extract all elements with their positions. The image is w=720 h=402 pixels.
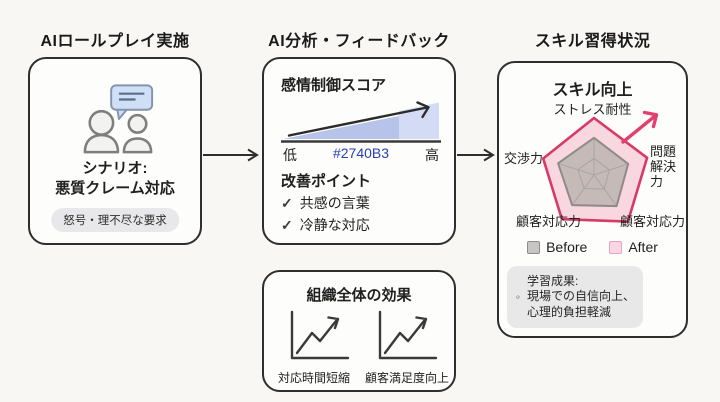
radar-axis-negotiation: 交渉力 (504, 151, 544, 166)
legend-before: Before (527, 239, 587, 255)
scale-low-label: 低 (283, 147, 297, 163)
improvement-item: ✓ 冷静な対応 (281, 215, 370, 235)
improvement-item-label: 冷静な対応 (299, 217, 370, 233)
column-header-skills: スキル習得状況 (534, 33, 651, 50)
analysis-card: 感情制御スコア 低 #2740B3 高 改善ポイント ✓ 共感の言葉 ✓ 冷静な対応 (262, 57, 456, 245)
trend-chart-satisfaction (378, 310, 438, 360)
scenario-name: 悪質クレーム対応 (55, 180, 175, 197)
improvement-item: ✓ 共感の言葉 (281, 193, 370, 213)
improvement-title: 改善ポイント (281, 173, 372, 190)
radar-before-polygon (557, 136, 630, 208)
legend-after: After (609, 239, 658, 255)
skill-card: スキル向上 ストレス耐性 問題 解決力 交渉力 顧客対応力 顧客対応力 Befo… (497, 61, 688, 338)
circle-check-icon (516, 295, 520, 299)
column-header-analysis: AI分析・フィードバック (268, 33, 450, 50)
checkmark-icon: ✓ (281, 217, 293, 233)
upward-trend-arrow-icon (287, 101, 430, 137)
radar-axis-problem-solving: 問題 解決力 (650, 144, 677, 189)
organization-effect-card: 組織全体の効果 対応時間短縮 顧客満足度向上 (262, 270, 456, 392)
after-swatch-icon (609, 240, 623, 254)
metric-label-response-time: 対応時間短縮 (277, 371, 350, 385)
trend-chart-response-time (290, 310, 350, 360)
radar-axis-customer-right: 顧客対応力 (620, 214, 686, 229)
learning-outcome-box: 学習成果: 現場での自信向上、 心理的負担軽減 (507, 266, 643, 328)
org-effect-title: 組織全体の効果 (306, 287, 412, 304)
scenario-label: シナリオ: (82, 160, 148, 177)
arrow-step2-to-step3 (457, 148, 495, 162)
radar-web-grid (558, 138, 628, 206)
scale-high-label: 高 (425, 147, 439, 163)
learning-outcome-text: 学習成果: 現場での自信向上、 心理的負担軽減 (526, 273, 635, 319)
radar-axis-stress: ストレス耐性 (553, 102, 632, 117)
two-people-chat-icon (83, 84, 154, 154)
score-wedge-chart (281, 101, 441, 143)
arrow-step1-to-step2 (203, 148, 259, 162)
speech-bubble-icon (110, 84, 154, 120)
before-swatch-icon (527, 240, 541, 254)
scale-hex-label: #2740B3 (332, 145, 390, 161)
improvement-item-label: 共感の言葉 (299, 195, 370, 211)
column-header-roleplay: AIロールプレイ実施 (40, 33, 190, 50)
radar-axis-customer-left: 顧客対応力 (516, 214, 582, 229)
roleplay-card: シナリオ: 悪質クレーム対応 怒号・理不尽な要求 (28, 57, 202, 245)
improvement-arrow-icon (621, 110, 659, 144)
score-title: 感情制御スコア (281, 77, 387, 94)
radar-legend: Before After (499, 239, 686, 255)
metric-label-satisfaction: 顧客満足度向上 (364, 371, 449, 385)
radar-chart (541, 110, 659, 223)
checkmark-icon: ✓ (281, 195, 293, 211)
scenario-tag: 怒号・理不尽な要求 (51, 208, 179, 232)
skill-card-title: スキル向上 (552, 82, 633, 99)
